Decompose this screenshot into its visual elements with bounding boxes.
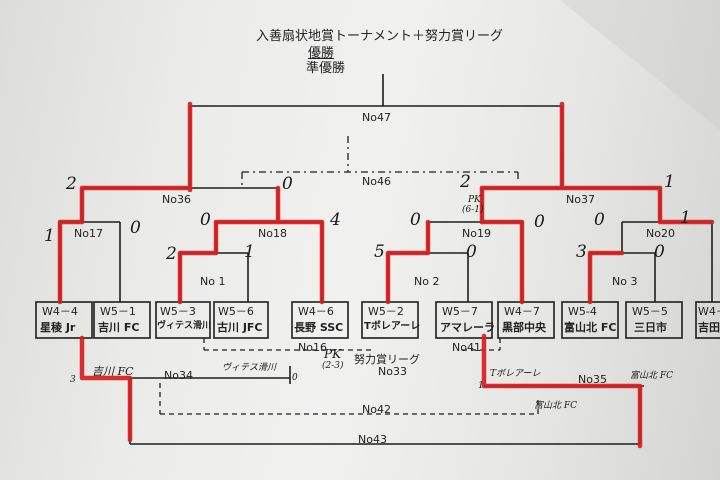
score-no1-left: 2 [166, 244, 177, 264]
runner-up-label: 準優勝 [306, 61, 346, 76]
team-code: W4－6 [298, 305, 334, 318]
pk-mark-no16: PK [324, 347, 342, 361]
match-label-18: No18 [258, 227, 287, 240]
score-no36-left: 2 [66, 174, 77, 194]
score-no34-right: 0 [292, 373, 298, 383]
team-name: 長野 SSC [294, 321, 344, 334]
match-label-35: No35 [578, 373, 607, 386]
match-label-41: No41 [452, 341, 481, 354]
match-label-47: No47 [362, 111, 391, 124]
match-label-37: No37 [566, 193, 595, 206]
hand-team-no42: 富山北 FC [534, 401, 577, 411]
score-no36-right: 0 [282, 174, 293, 194]
team-code: W5-4 [568, 305, 597, 318]
match-label-2: No 2 [414, 275, 440, 288]
winner-label: 優勝 [308, 46, 335, 61]
team-name: 三日市 [634, 321, 667, 334]
match-label-17: No17 [74, 227, 103, 240]
score-no17-right: 0 [130, 218, 141, 238]
dashed-lines [241, 136, 519, 186]
score-no2-right: 0 [466, 242, 477, 262]
score-no2-left: 5 [374, 242, 385, 262]
pk-score-no16: (2-3) [322, 361, 344, 371]
pk-mark-no19: PK [468, 195, 481, 205]
team-name: ヴィテス滑川 [157, 321, 212, 331]
team-code: W5－6 [218, 305, 254, 318]
score-no20-left: 0 [594, 210, 605, 230]
match-label-1: No 1 [200, 275, 226, 288]
score-no18-left: 0 [200, 210, 211, 230]
score-no19-right: 0 [534, 212, 545, 232]
team-name: 星稜 Jr [40, 321, 76, 334]
score-no19-left: 0 [410, 210, 421, 230]
match-label-36: No36 [162, 193, 191, 206]
match-label-3: No 3 [612, 275, 638, 288]
hand-team-no35-left: Tボレアーレ [490, 369, 541, 379]
paper-shadow [560, 0, 720, 130]
team-name: 古川 JFC [217, 321, 263, 334]
team-code: W5－3 [160, 305, 196, 318]
match-label-42: No42 [362, 403, 391, 416]
match-label-34: No34 [164, 369, 193, 382]
hand-team-no35-right: 富山北 FC [630, 371, 673, 381]
team-code: W5－7 [442, 305, 478, 318]
match-label-33: No33 [378, 365, 407, 378]
team-name: 吉川 FC [98, 321, 140, 334]
team-name: 吉田 [698, 321, 720, 334]
team-code: W4－ [698, 305, 720, 318]
dashed-lines-lower [159, 338, 539, 415]
team-code: W5－5 [632, 305, 668, 318]
team-name: アマレーラ [440, 321, 495, 334]
match-label-20: No20 [646, 227, 675, 240]
score-no34-left: 3 [70, 375, 76, 385]
match-label-43: No43 [358, 433, 387, 446]
match-label-16: No16 [298, 341, 327, 354]
match-label-19: No19 [462, 227, 491, 240]
team-code: W5－1 [100, 305, 136, 318]
score-no3-right: 0 [654, 242, 665, 262]
winner-marker-lines [57, 101, 715, 449]
score-no3-left: 3 [576, 242, 587, 262]
match-label-46: No46 [362, 175, 391, 188]
score-no17-left: 1 [44, 226, 55, 246]
score-no20-right: 1 [680, 208, 691, 228]
league-label: 努力賞リーグ [354, 353, 420, 366]
team-name: Tボレアーレ [364, 321, 421, 332]
pk-score-no19: (6-1) [462, 205, 484, 215]
team-code: W4－7 [504, 305, 540, 318]
score-no18-right: 4 [330, 210, 341, 230]
score-no37-left: 2 [460, 172, 471, 192]
score-no1-right: 1 [244, 242, 255, 262]
score-no35-left: 1 [478, 381, 484, 391]
team-code: W4－4 [42, 305, 78, 318]
team-name: 富山北 FC [564, 321, 617, 334]
team-name: 黒部中央 [502, 321, 546, 334]
score-no37-right: 1 [664, 172, 675, 192]
page-title: 入善扇状地賞トーナメント＋努力賞リーグ [256, 29, 504, 44]
hand-team-no34-right: ヴィテス滑川 [222, 363, 277, 373]
hand-team-no34-left: 吉川 FC [92, 365, 134, 378]
team-code: W5－2 [368, 305, 404, 318]
